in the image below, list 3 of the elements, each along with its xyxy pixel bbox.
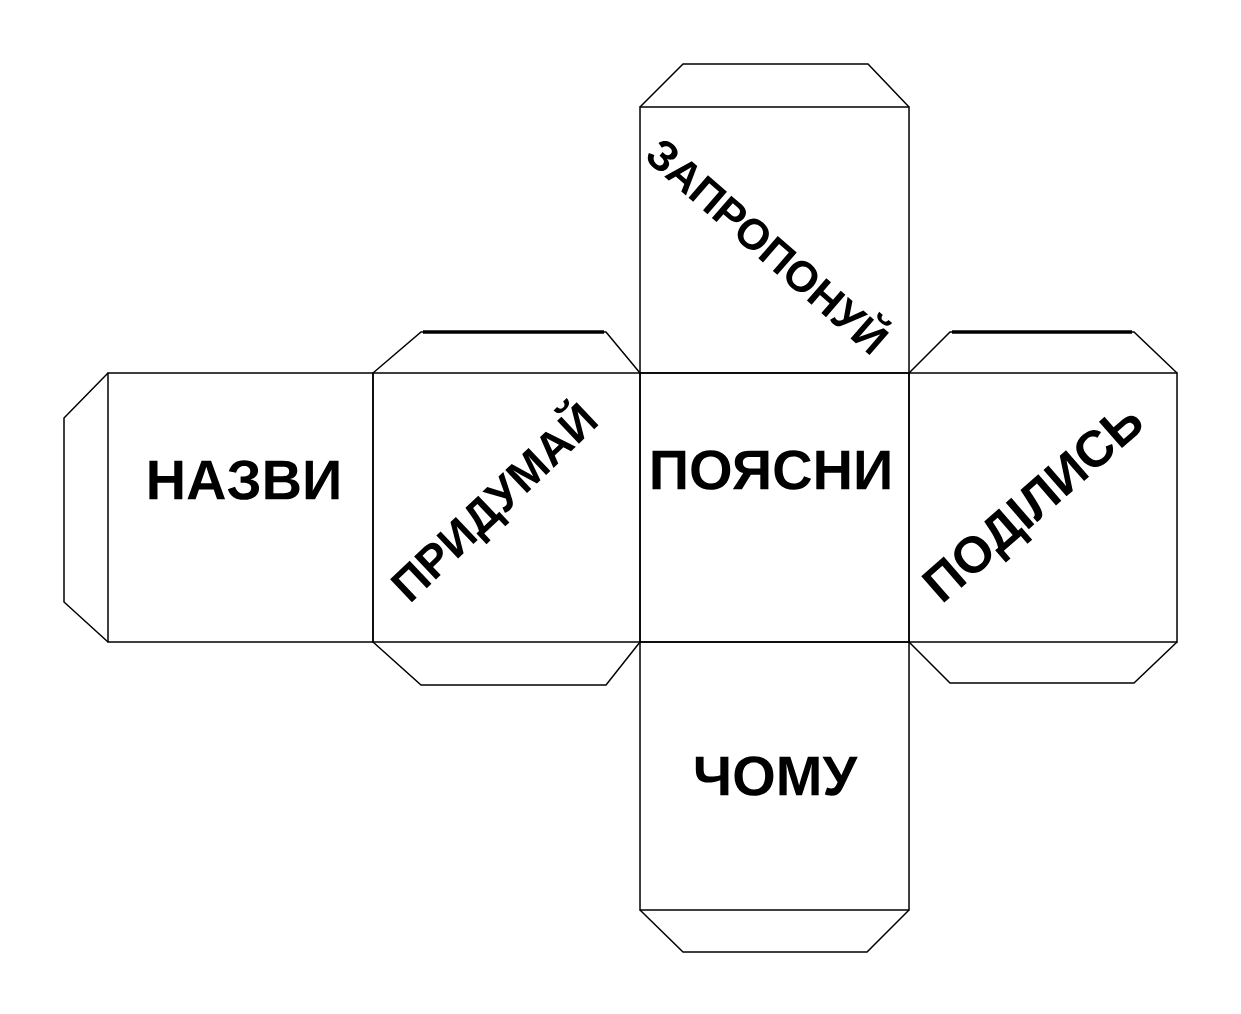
cube-face: ПОЯСНИ xyxy=(639,372,910,643)
cube-face: ЧОМУ xyxy=(639,641,910,911)
cube-face: НАЗВИ xyxy=(107,372,374,643)
